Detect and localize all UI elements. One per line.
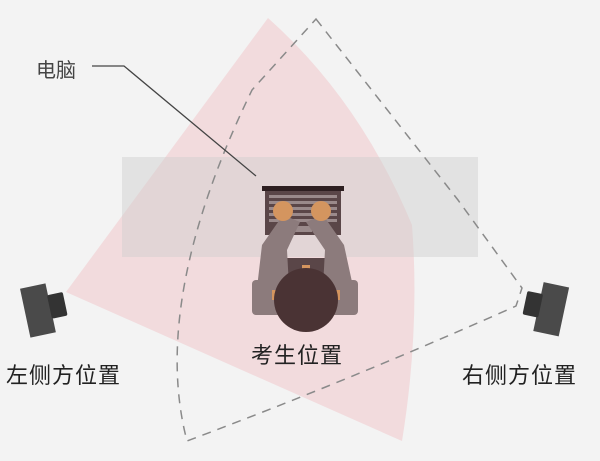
candidate-person-icon — [252, 201, 358, 332]
candidate-position-label: 考生位置 — [251, 344, 344, 369]
computer-label: 电脑 — [36, 58, 76, 82]
left-camera-view-cone — [66, 18, 415, 441]
right-camera-view-cone — [176, 17, 523, 442]
left-side-position-label: 左侧方位置 — [6, 364, 122, 389]
left-camera-icon — [20, 283, 68, 338]
right-side-position-label: 右侧方位置 — [462, 364, 578, 389]
computer-pointer-line — [92, 65, 257, 177]
right-camera-icon — [522, 282, 570, 337]
